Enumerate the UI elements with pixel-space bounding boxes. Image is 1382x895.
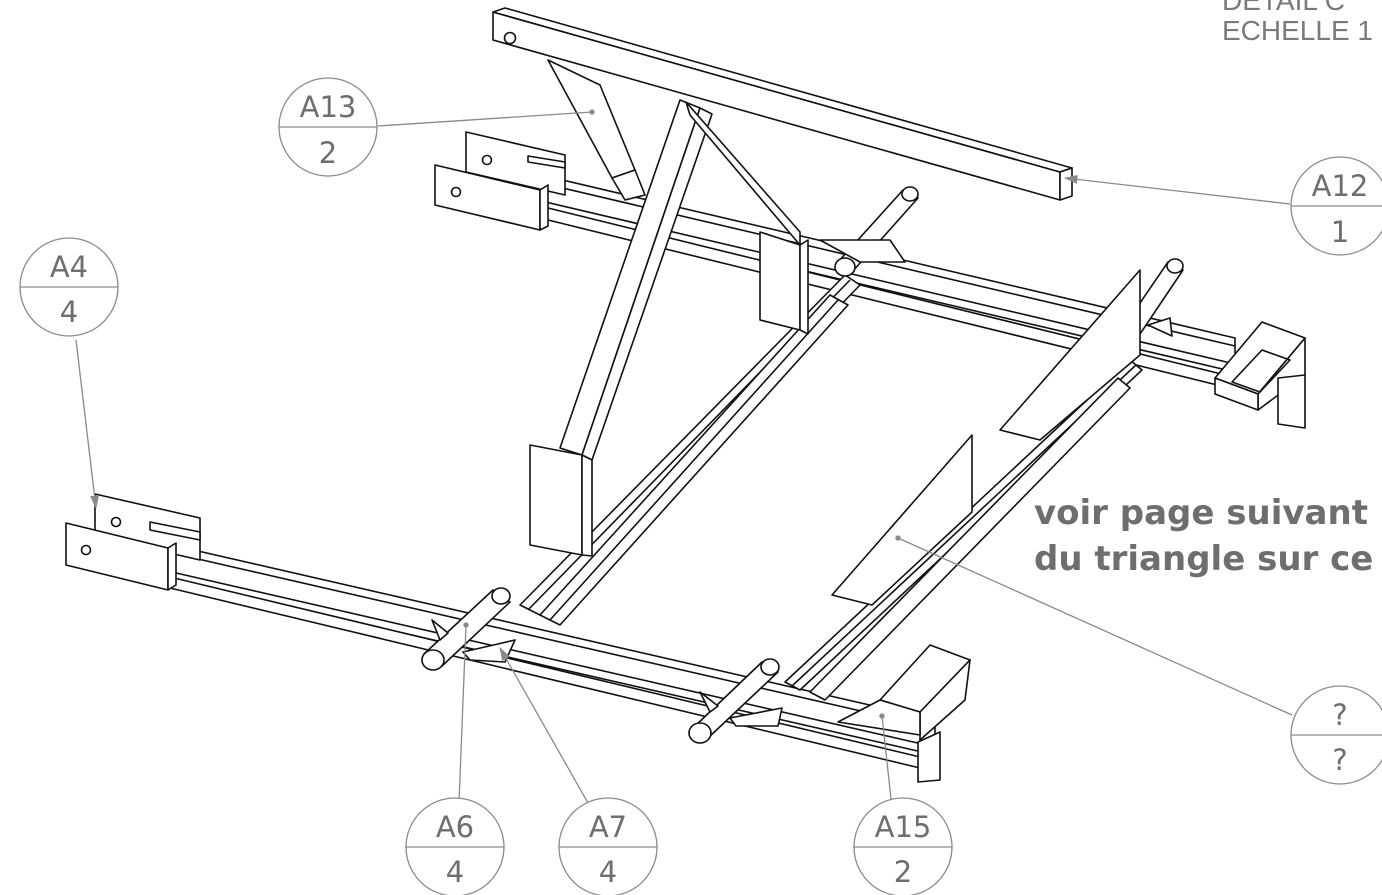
- frame-assembly: [65, 7, 1306, 783]
- balloon-unknown-qty: ?: [1332, 743, 1347, 777]
- note-line-2: du triangle sur ce: [1034, 539, 1374, 579]
- triangle-brace: [529, 59, 809, 557]
- left-cross-members: [519, 274, 861, 626]
- balloon-A7: A7 4: [558, 797, 658, 895]
- balloon-A15-qty: 2: [894, 855, 912, 889]
- balloon-A13-id: A13: [300, 90, 357, 124]
- see-next-page-note: voir page suivant du triangle sur ce: [1034, 490, 1373, 582]
- rear-end-plates: [434, 131, 566, 231]
- balloon-A6-id: A6: [436, 810, 474, 844]
- note-line-1: voir page suivant: [1034, 493, 1368, 533]
- balloon-A7-id: A7: [589, 810, 627, 844]
- balloon-A13-qty: 2: [319, 136, 337, 170]
- balloon-unknown-id: ?: [1332, 698, 1347, 732]
- rear-gussets: [819, 239, 1173, 337]
- tri-plate-front: [831, 434, 973, 606]
- balloon-A12-id: A12: [1312, 169, 1369, 203]
- balloon-A6-qty: 4: [446, 855, 464, 889]
- balloon-A6: A6 4: [405, 797, 505, 895]
- tube-front-right: [688, 658, 780, 744]
- balloon-A12: A12 1: [1290, 156, 1382, 256]
- balloon-A7-qty: 4: [599, 855, 617, 889]
- balloon-A15: A15 2: [853, 797, 953, 895]
- detail-title: DETAIL C ECHELLE 1: [1222, 0, 1373, 46]
- detail-label: DETAIL C: [1222, 0, 1345, 16]
- tube-front-left: [421, 587, 511, 671]
- right-cross-members: [784, 359, 1143, 701]
- front-end-plates: [65, 493, 201, 591]
- balloon-unknown: ? ?: [1290, 685, 1382, 785]
- balloon-A12-qty: 1: [1331, 215, 1349, 249]
- balloon-A4-qty: 4: [60, 295, 78, 329]
- rear-right-box: [1214, 321, 1306, 429]
- tri-plate-right: [999, 269, 1141, 441]
- balloon-A4: A4 4: [19, 237, 119, 337]
- front-right-box: [837, 644, 971, 783]
- leader-lines: [75, 109, 1293, 829]
- balloon-A13: A13 2: [278, 77, 378, 177]
- scale-label: ECHELLE 1: [1222, 15, 1373, 46]
- balloon-A15-id: A15: [875, 810, 932, 844]
- top-beam: [492, 7, 1073, 201]
- balloon-A4-id: A4: [50, 250, 88, 284]
